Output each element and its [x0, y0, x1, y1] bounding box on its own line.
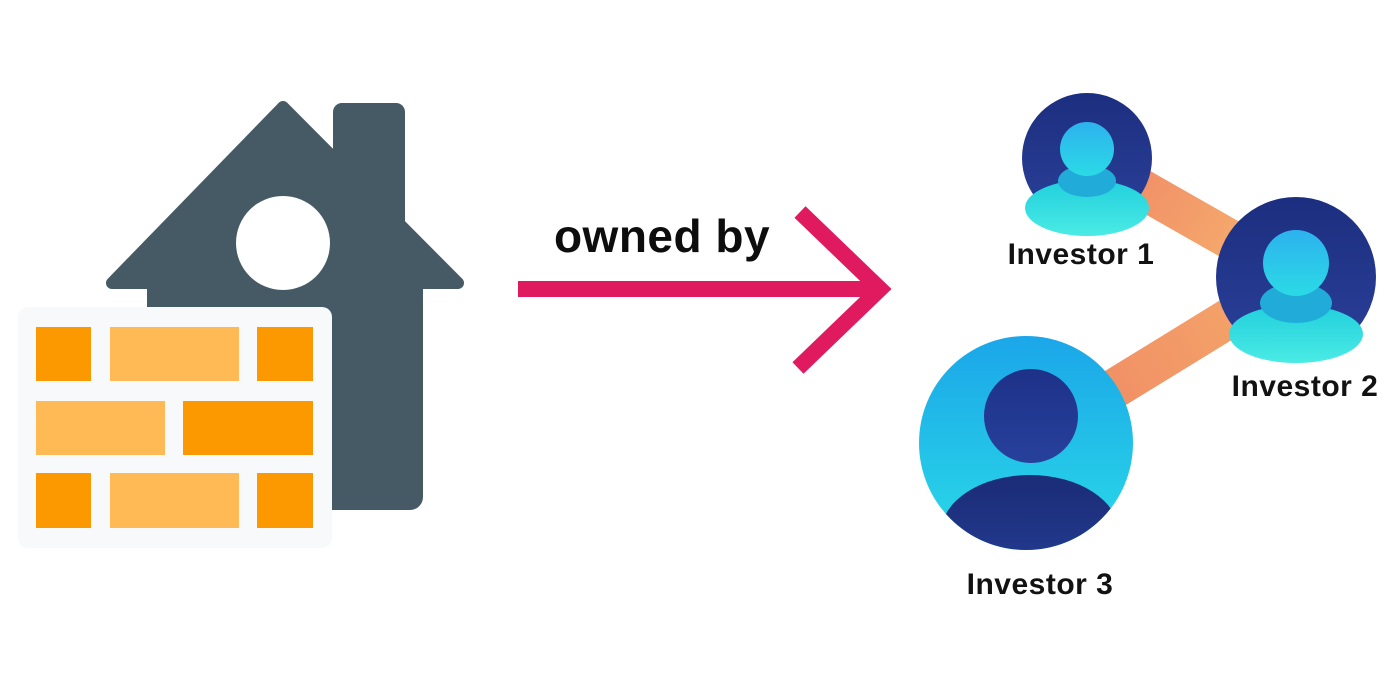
- brick: [36, 401, 165, 455]
- right-arrow-icon: [518, 206, 892, 374]
- brick-wall-panel: [18, 307, 332, 548]
- avatar-head: [1060, 122, 1114, 176]
- house-window: [236, 196, 330, 290]
- brick: [257, 473, 313, 528]
- avatar-neck-shadow: [1058, 165, 1116, 197]
- investor-1-avatar: [1022, 93, 1152, 236]
- investor-2-label: Investor 2: [1231, 370, 1379, 403]
- investor-3-avatar: [919, 336, 1133, 550]
- avatar-shoulders: [1025, 180, 1149, 236]
- investor-3-label: Investor 3: [966, 568, 1114, 601]
- arrow-head: [792, 206, 892, 374]
- house-chimney: [333, 103, 405, 230]
- owned-by-label: owned by: [553, 210, 771, 262]
- brick: [257, 327, 313, 381]
- avatar-head: [1263, 230, 1329, 296]
- brick: [110, 327, 239, 381]
- bricks-light: [36, 327, 239, 528]
- investor-2-avatar: [1216, 197, 1376, 363]
- brick: [36, 473, 91, 528]
- brick: [36, 327, 91, 381]
- avatar-neck-shadow: [1260, 283, 1332, 323]
- brick: [183, 401, 313, 455]
- brick-wall-icon: [18, 307, 332, 548]
- brick: [110, 473, 239, 528]
- investor-1-label: Investor 1: [1007, 238, 1155, 271]
- avatar-shoulders: [941, 475, 1119, 550]
- avatar-shoulders: [1229, 305, 1363, 363]
- avatar-head: [984, 369, 1078, 463]
- arrow-shaft: [518, 281, 878, 297]
- bricks-dark: [36, 327, 313, 528]
